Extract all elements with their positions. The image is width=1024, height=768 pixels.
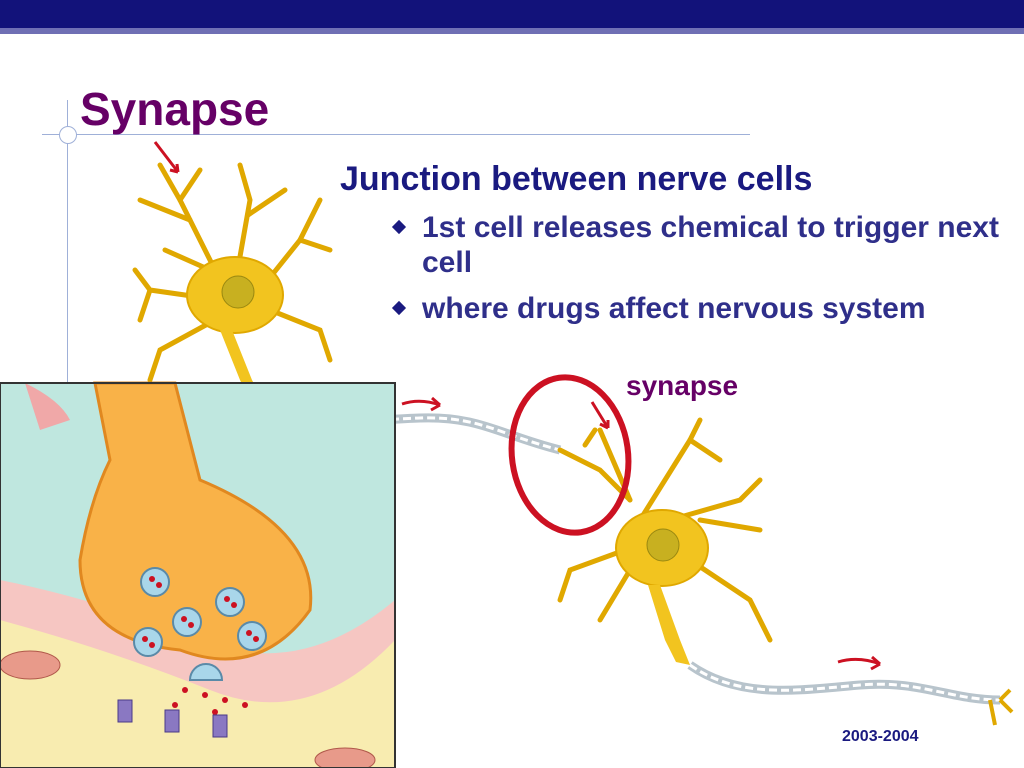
footer-date: 2003-2004 [842,728,919,745]
synapse-highlight-circle [508,374,632,536]
upper-neuron-body [186,256,284,405]
signal-arrow [153,141,180,173]
bullet-list: 1st cell releases chemical to trigger ne… [391,210,1012,336]
synapse-label: synapse [626,370,739,401]
header-stripe [0,28,1024,34]
bullet-text: where drugs affect nervous system [422,291,926,325]
signal-arrow [590,401,610,429]
lower-neuron-dendrites [557,417,773,643]
bullet-item: 1st cell releases chemical to trigger ne… [391,210,1012,281]
synapse-closeup-inset [0,381,396,768]
header-bar [0,0,1024,28]
bullet-text: 1st cell releases chemical to trigger ne… [422,211,999,280]
signal-arrow [837,657,881,666]
main-point: Junction between nerve cells [340,160,813,198]
lower-neuron-body [615,509,709,665]
diamond-bullet-icon [391,219,407,235]
decorative-horizontal-line [42,134,750,135]
bullet-item: where drugs affect nervous system [391,291,1012,326]
slide-title: Synapse [80,83,270,135]
diamond-bullet-icon [391,300,407,315]
axon-terminal [988,688,1014,726]
decorative-vertical-line [67,100,68,390]
decorative-circle [59,126,77,144]
